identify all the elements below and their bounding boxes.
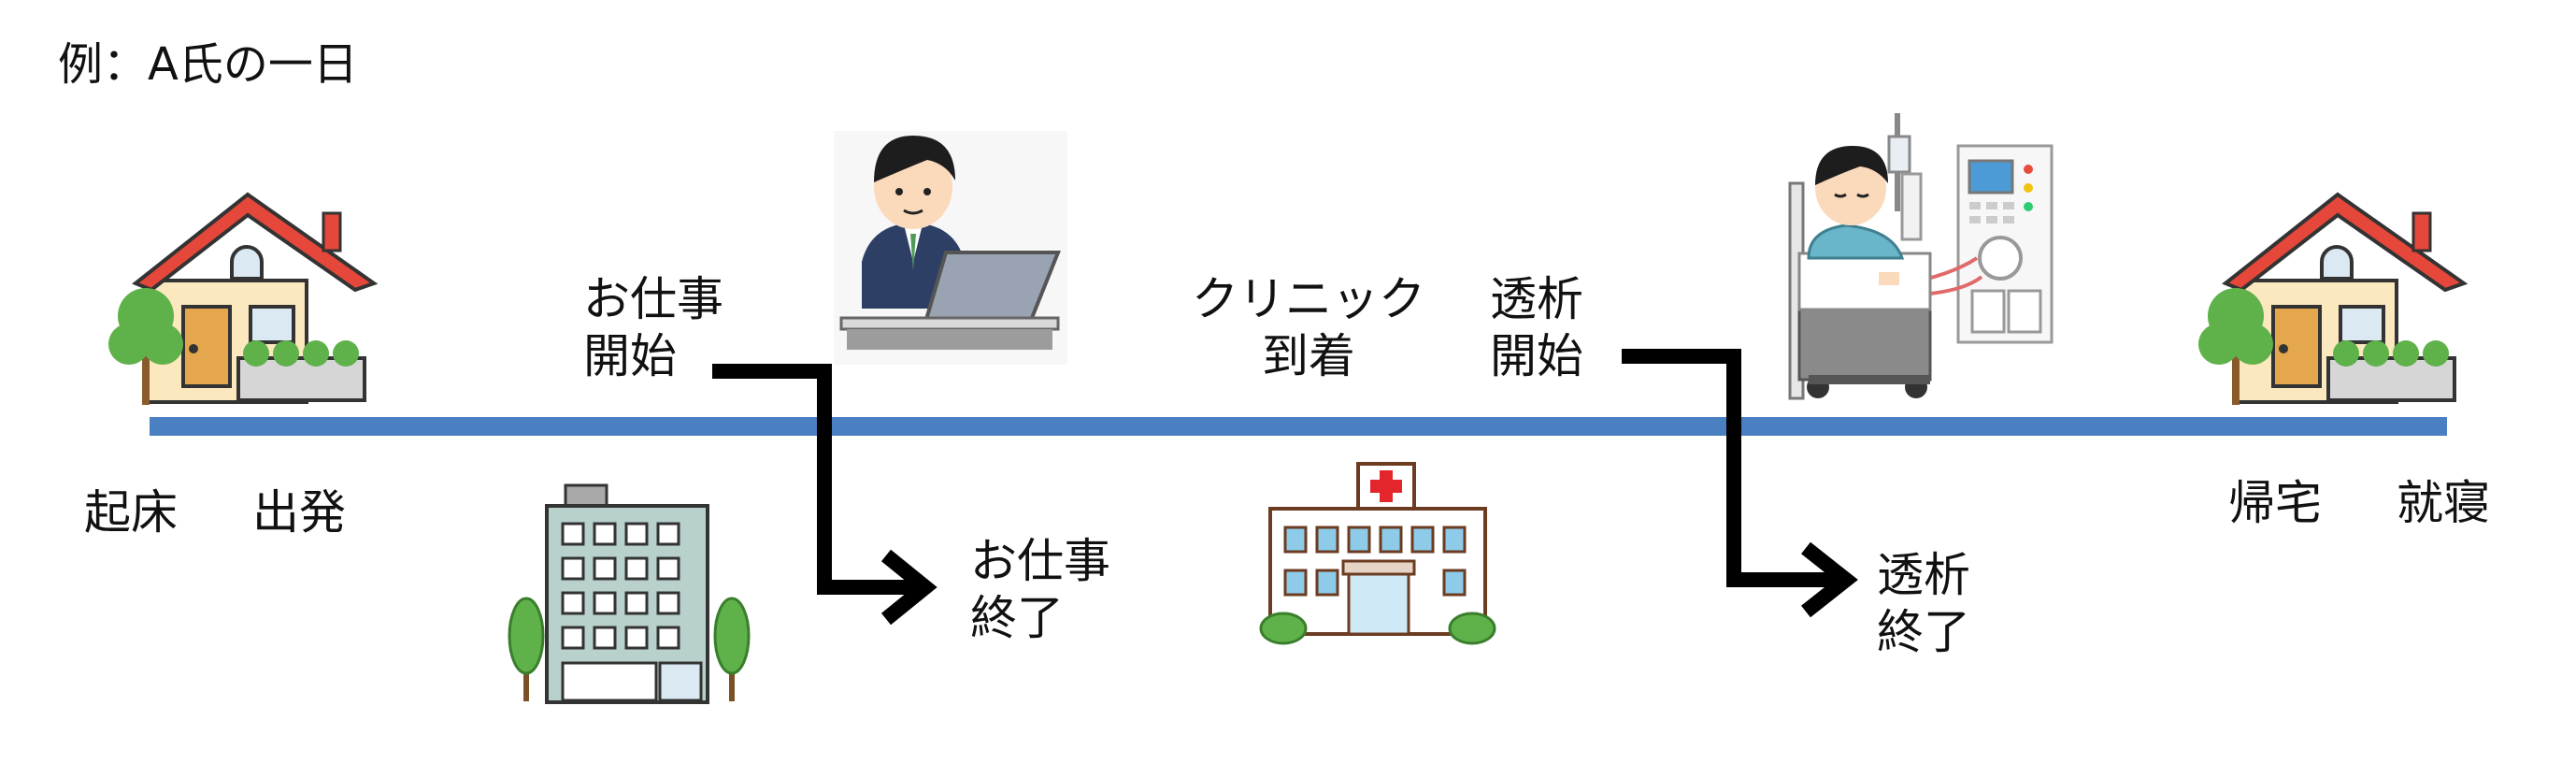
event-wake-label: 起床 bbox=[84, 485, 178, 540]
event-return-home-label: 帰宅 bbox=[2228, 476, 2322, 530]
event-work-end-label: お仕事 終了 bbox=[970, 533, 1110, 647]
dialysis-arrow bbox=[1622, 349, 1846, 587]
event-clinic-arrival-line1: クリニック bbox=[1192, 272, 1425, 326]
event-work-start-line2: 開始 bbox=[583, 329, 677, 383]
office-worker-icon bbox=[834, 131, 1067, 365]
work-arrow-head bbox=[880, 549, 937, 626]
timeline-bar bbox=[150, 417, 2447, 436]
event-work-end-line2: 終了 bbox=[970, 591, 1064, 645]
work-arrow bbox=[712, 364, 925, 595]
event-work-start-label: お仕事 開始 bbox=[583, 271, 723, 385]
page-title: 例：A氏の一日 bbox=[58, 38, 358, 91]
event-clinic-arrival-line2: 到着 bbox=[1262, 329, 1355, 383]
event-work-end-line1: お仕事 bbox=[970, 534, 1110, 588]
event-clinic-arrival-label: クリニック 到着 bbox=[1189, 271, 1428, 385]
event-dialysis-start-line1: 透析 bbox=[1490, 272, 1583, 326]
event-dialysis-end-label: 透析 終了 bbox=[1877, 547, 1970, 661]
dialysis-patient-icon bbox=[1788, 113, 2054, 400]
event-dialysis-start-line2: 開始 bbox=[1490, 329, 1583, 383]
event-sleep-label: 就寝 bbox=[2397, 476, 2490, 530]
office-building-icon bbox=[508, 483, 751, 704]
house-icon bbox=[108, 192, 379, 405]
event-dialysis-start-label: 透析 開始 bbox=[1490, 271, 1583, 385]
event-work-start-line1: お仕事 bbox=[583, 272, 723, 326]
event-dialysis-end-line2: 終了 bbox=[1877, 605, 1970, 659]
hospital-icon bbox=[1259, 462, 1496, 645]
dialysis-arrow-head bbox=[1801, 541, 1858, 618]
event-dialysis-end-line1: 透析 bbox=[1877, 548, 1970, 602]
house-icon bbox=[2198, 192, 2469, 405]
event-depart-label: 出発 bbox=[252, 485, 346, 540]
